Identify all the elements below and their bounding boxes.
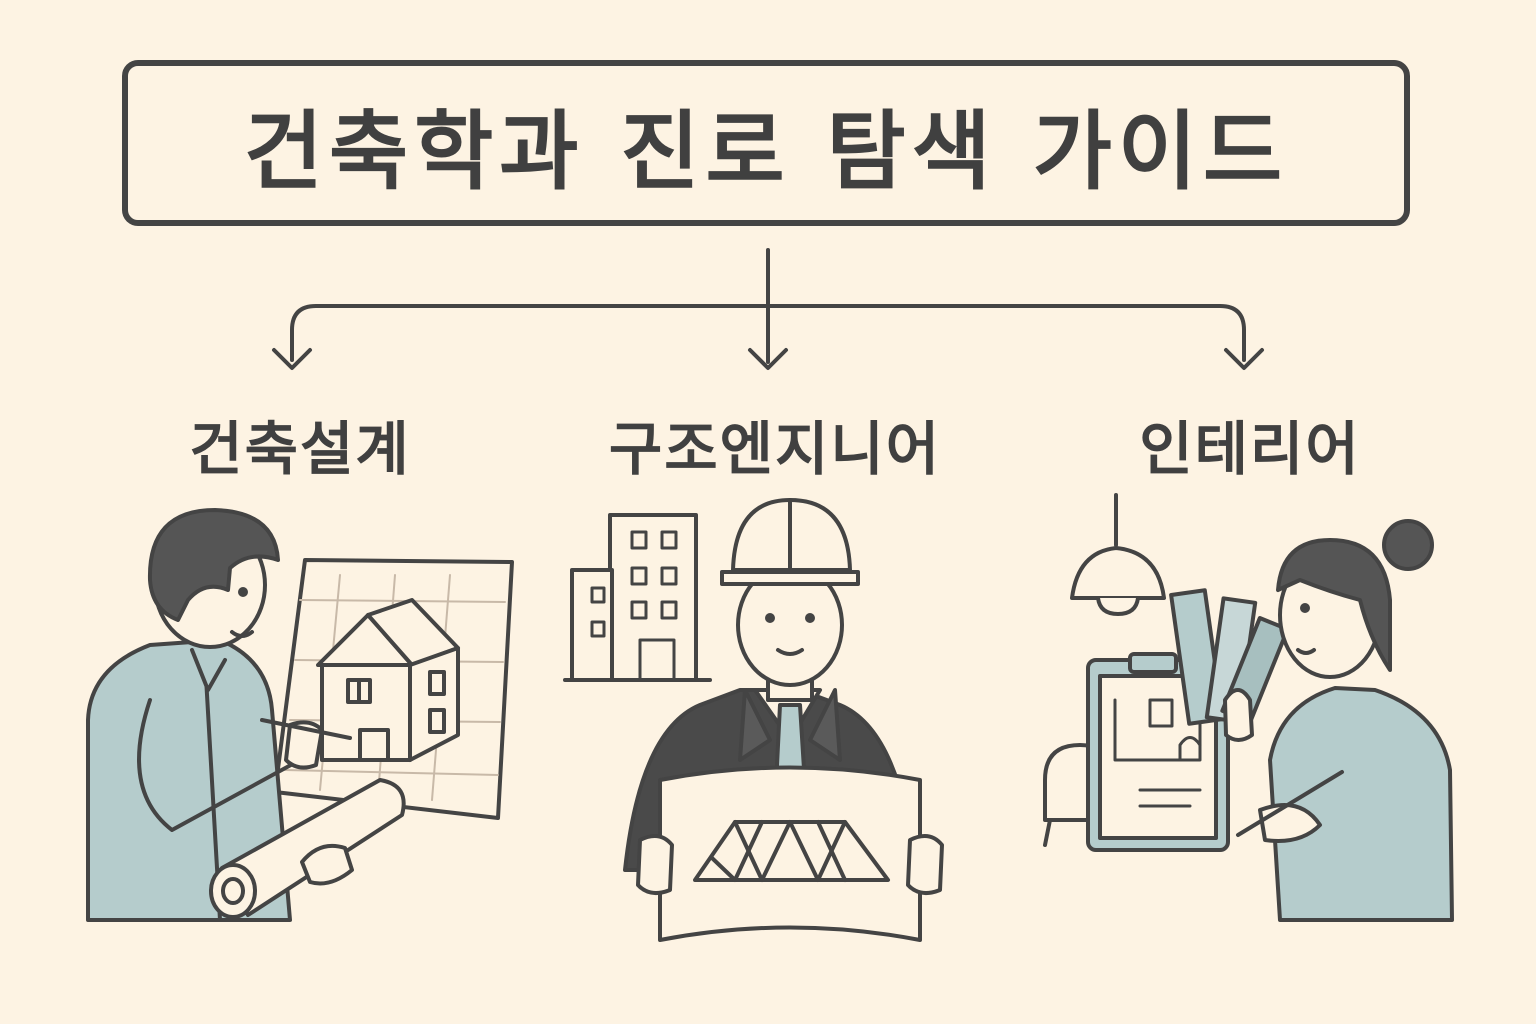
arrow-down-icon <box>748 348 788 370</box>
page-title: 건축학과 진로 탐색 가이드 <box>243 101 1289 202</box>
branch-connectors <box>272 248 1264 370</box>
architect-illustration-icon <box>86 508 514 922</box>
arrow-down-icon <box>1224 348 1264 370</box>
truss-blueprint-icon <box>636 765 944 942</box>
blueprint-roll-icon <box>209 778 406 919</box>
interior-illustration-icon <box>1043 493 1454 922</box>
arrow-down-icon <box>272 348 312 370</box>
branch-label-architectural-design: 건축설계 <box>189 415 411 483</box>
designer-person-icon <box>1223 519 1454 922</box>
branch-label-interior: 인테리어 <box>1139 415 1361 483</box>
building-icon <box>563 513 712 682</box>
title-box: 건축학과 진로 탐색 가이드 <box>122 60 1410 226</box>
branch-label-structural-engineer: 구조엔지니어 <box>608 415 942 483</box>
house-model-icon <box>316 598 460 762</box>
pendant-lamp-icon <box>1070 493 1166 616</box>
engineer-illustration-icon <box>563 498 944 942</box>
architect-person-icon <box>86 508 352 922</box>
